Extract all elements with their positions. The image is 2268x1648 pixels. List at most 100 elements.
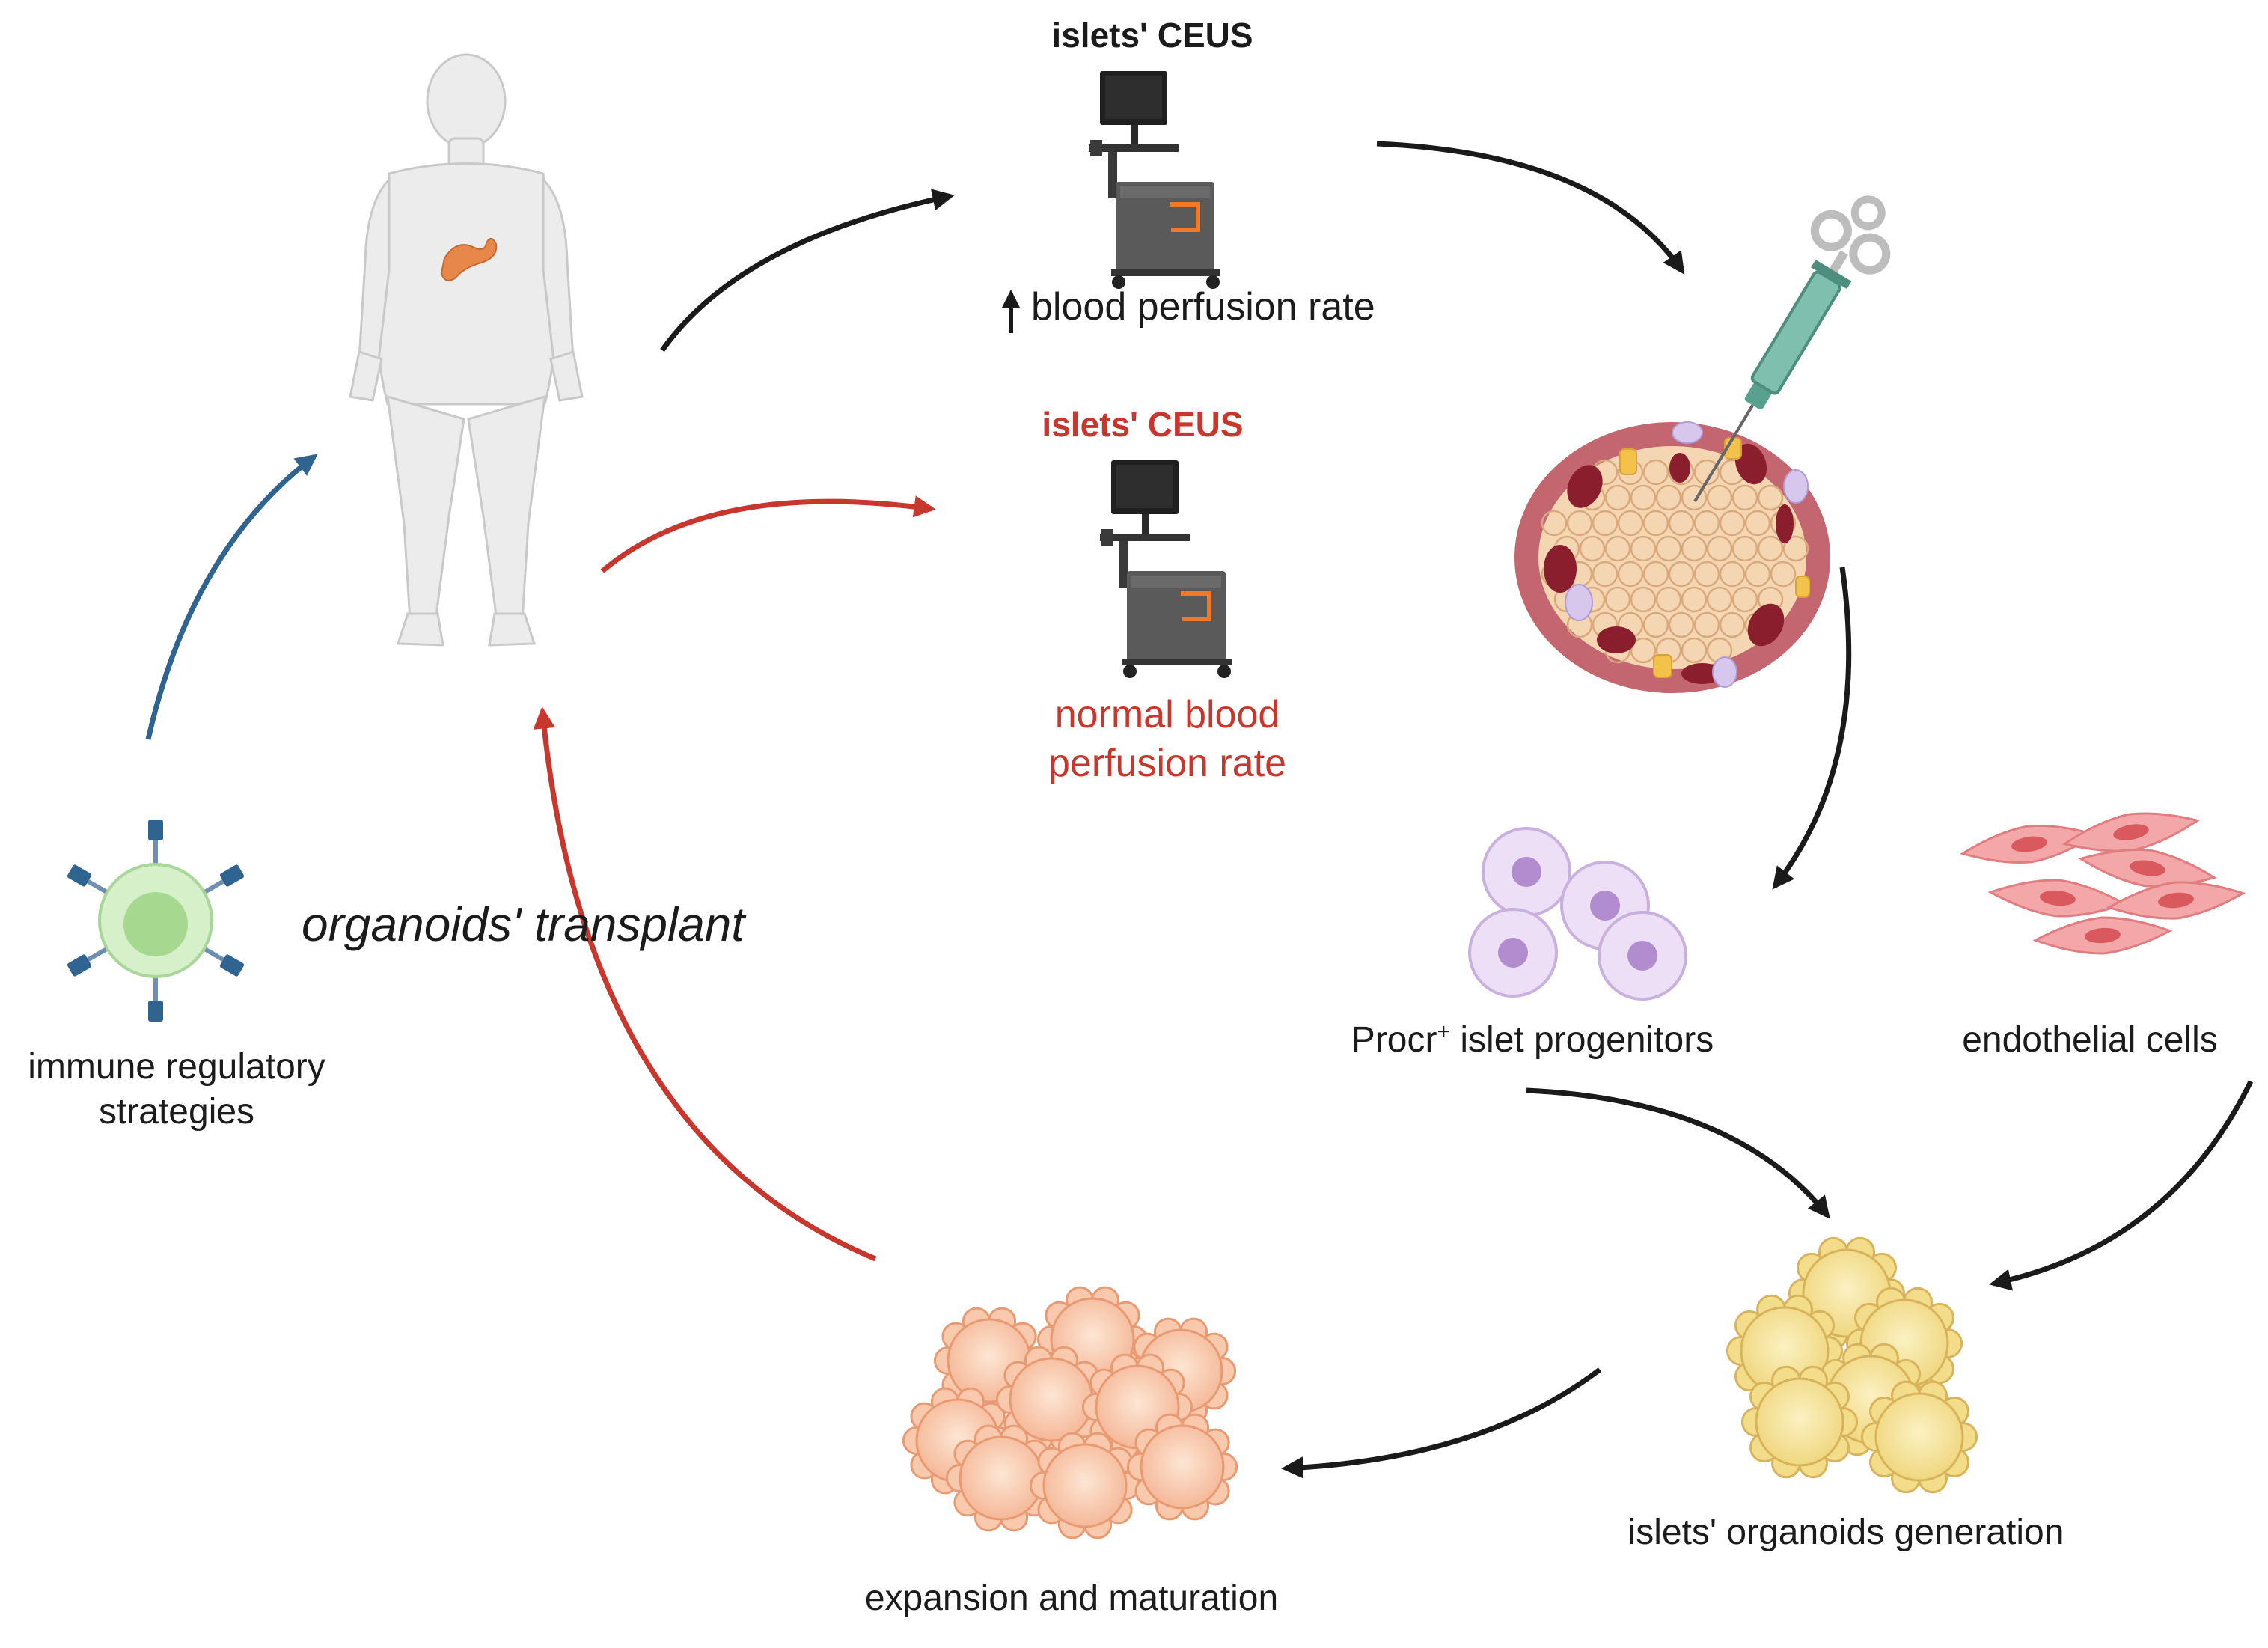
islet-cell bbox=[1719, 510, 1746, 537]
islet-cell bbox=[1642, 510, 1669, 537]
endothelial-cell bbox=[2078, 849, 2217, 888]
islet-cell bbox=[1592, 510, 1619, 537]
organoid bbox=[945, 1424, 1057, 1532]
islet-cell bbox=[1592, 561, 1619, 588]
endothelial-cell-nucleus bbox=[2158, 892, 2194, 909]
islet-cell bbox=[1655, 535, 1682, 562]
progenitors-label-prefix: Procr bbox=[1351, 1020, 1437, 1060]
arrow-expansion-to-human bbox=[533, 706, 877, 1262]
islet-cell bbox=[1630, 637, 1657, 664]
islet-cell bbox=[1693, 510, 1720, 537]
organoid bbox=[1126, 1413, 1238, 1521]
islet-cell bbox=[1642, 561, 1669, 588]
arrow-endothelial-to-generation bbox=[1989, 1080, 2254, 1291]
endothelial-cell-nucleus bbox=[2085, 927, 2121, 944]
endothelial-cell-nucleus bbox=[2011, 836, 2047, 852]
transplant-label: organoids' transplant bbox=[302, 897, 745, 951]
islet-cell bbox=[1770, 561, 1797, 588]
islet-cell bbox=[1731, 535, 1758, 562]
islet-cell bbox=[1668, 561, 1695, 588]
islet-cell bbox=[1744, 510, 1771, 537]
expanded-organoids-icon bbox=[902, 1286, 1238, 1539]
generation-label: islets' organoids generation bbox=[1627, 1513, 2064, 1552]
islet-cell bbox=[1693, 561, 1720, 588]
islet-cell bbox=[1630, 586, 1657, 613]
organoid-core bbox=[1042, 1443, 1128, 1528]
arrow-generation-to-expansion bbox=[1281, 1367, 1602, 1479]
endothelial-cell-nucleus bbox=[2040, 890, 2076, 906]
islet-cell bbox=[1706, 535, 1733, 562]
islet-cell bbox=[1693, 611, 1720, 638]
ceus-top-title: islets' CEUS bbox=[1051, 16, 1253, 55]
arrow-human-to-ceus-top bbox=[660, 189, 955, 353]
organoid-core bbox=[959, 1435, 1044, 1521]
progenitors-label-sup: + bbox=[1437, 1019, 1451, 1044]
progenitors-label: Procr+ islet progenitors bbox=[1351, 1019, 1714, 1060]
progenitors-label-suffix: islet progenitors bbox=[1450, 1020, 1714, 1060]
islet-cell bbox=[1706, 484, 1733, 511]
islet-cell bbox=[1655, 586, 1682, 613]
human-figure-icon bbox=[349, 53, 584, 647]
immune-label-line2: strategies bbox=[98, 1092, 255, 1132]
endothelial-cell-nucleus bbox=[2113, 824, 2149, 840]
endothelial-cell bbox=[1960, 825, 2099, 864]
endothelial-label: endothelial cells bbox=[1962, 1020, 2218, 1060]
ultrasound-machine-icon bbox=[1089, 71, 1220, 289]
organoid bbox=[1740, 1365, 1859, 1479]
endothelial-cell bbox=[1987, 879, 2128, 918]
islet-tissue-icon bbox=[1514, 421, 1830, 693]
islet-cell bbox=[1655, 484, 1682, 511]
arrow-ceus-to-islet bbox=[1376, 141, 1685, 275]
islet-cell bbox=[1604, 484, 1631, 511]
islet-cell bbox=[1681, 535, 1708, 562]
islet-cell bbox=[1617, 561, 1644, 588]
organoid-core bbox=[1140, 1424, 1225, 1510]
islet-cell bbox=[1668, 510, 1695, 537]
ceus-bottom-caption-line2: perfusion rate bbox=[1048, 742, 1286, 785]
organoid bbox=[1029, 1432, 1141, 1539]
islet-cell bbox=[1719, 561, 1746, 588]
ceus-bottom-caption-line1: normal blood bbox=[1054, 693, 1280, 736]
immune-cell-icon bbox=[67, 820, 245, 1022]
islet-cell bbox=[1719, 611, 1746, 638]
ceus-bottom-title: islets' CEUS bbox=[1042, 405, 1244, 444]
expansion-label: expansion and maturation bbox=[864, 1578, 1279, 1618]
islet-cell bbox=[1681, 586, 1708, 613]
pancreas-icon bbox=[440, 237, 498, 281]
islet-cell bbox=[1681, 484, 1708, 511]
islet-cell bbox=[1744, 561, 1771, 588]
islet-cell bbox=[1668, 611, 1695, 638]
islet-cell bbox=[1579, 535, 1606, 562]
ceus-top-caption: blood perfusion rate bbox=[1031, 285, 1375, 329]
islet-cell bbox=[1630, 484, 1657, 511]
organoid bbox=[1860, 1380, 1978, 1494]
organoid-core bbox=[1755, 1377, 1844, 1467]
islet-cell bbox=[1630, 535, 1657, 562]
islet-cell bbox=[1566, 510, 1593, 537]
islet-cell bbox=[1604, 586, 1631, 613]
arrow-progenitors-to-generation bbox=[1526, 1087, 1830, 1219]
ultrasound-machine-icon bbox=[1100, 460, 1232, 678]
endothelial-cell-nucleus bbox=[2130, 860, 2165, 876]
islet-organoids-icon bbox=[1726, 1236, 1978, 1494]
islet-cell bbox=[1617, 510, 1644, 537]
immune-label-line1: immune regulatory bbox=[28, 1047, 325, 1087]
progenitor-cells-icon bbox=[1468, 827, 1687, 1001]
arrow-human-to-ceus-bottom bbox=[600, 495, 936, 573]
islet-cell bbox=[1782, 535, 1809, 562]
islet-cell bbox=[1757, 535, 1784, 562]
islet-cell bbox=[1731, 586, 1758, 613]
endothelial-cell bbox=[2032, 916, 2173, 955]
islet-cell bbox=[1642, 611, 1669, 638]
islet-cell bbox=[1541, 510, 1568, 537]
arrow-islet-to-progenitors bbox=[1772, 567, 1852, 890]
islet-cell bbox=[1681, 637, 1708, 664]
syringe-icon bbox=[1693, 195, 1891, 503]
islet-cell bbox=[1706, 586, 1733, 613]
endothelial-cells-icon bbox=[1960, 812, 2246, 955]
islet-cell bbox=[1757, 484, 1784, 511]
islet-cell bbox=[1642, 459, 1669, 486]
arrow-immune-to-human bbox=[145, 454, 318, 740]
endothelial-cell bbox=[2106, 881, 2246, 920]
